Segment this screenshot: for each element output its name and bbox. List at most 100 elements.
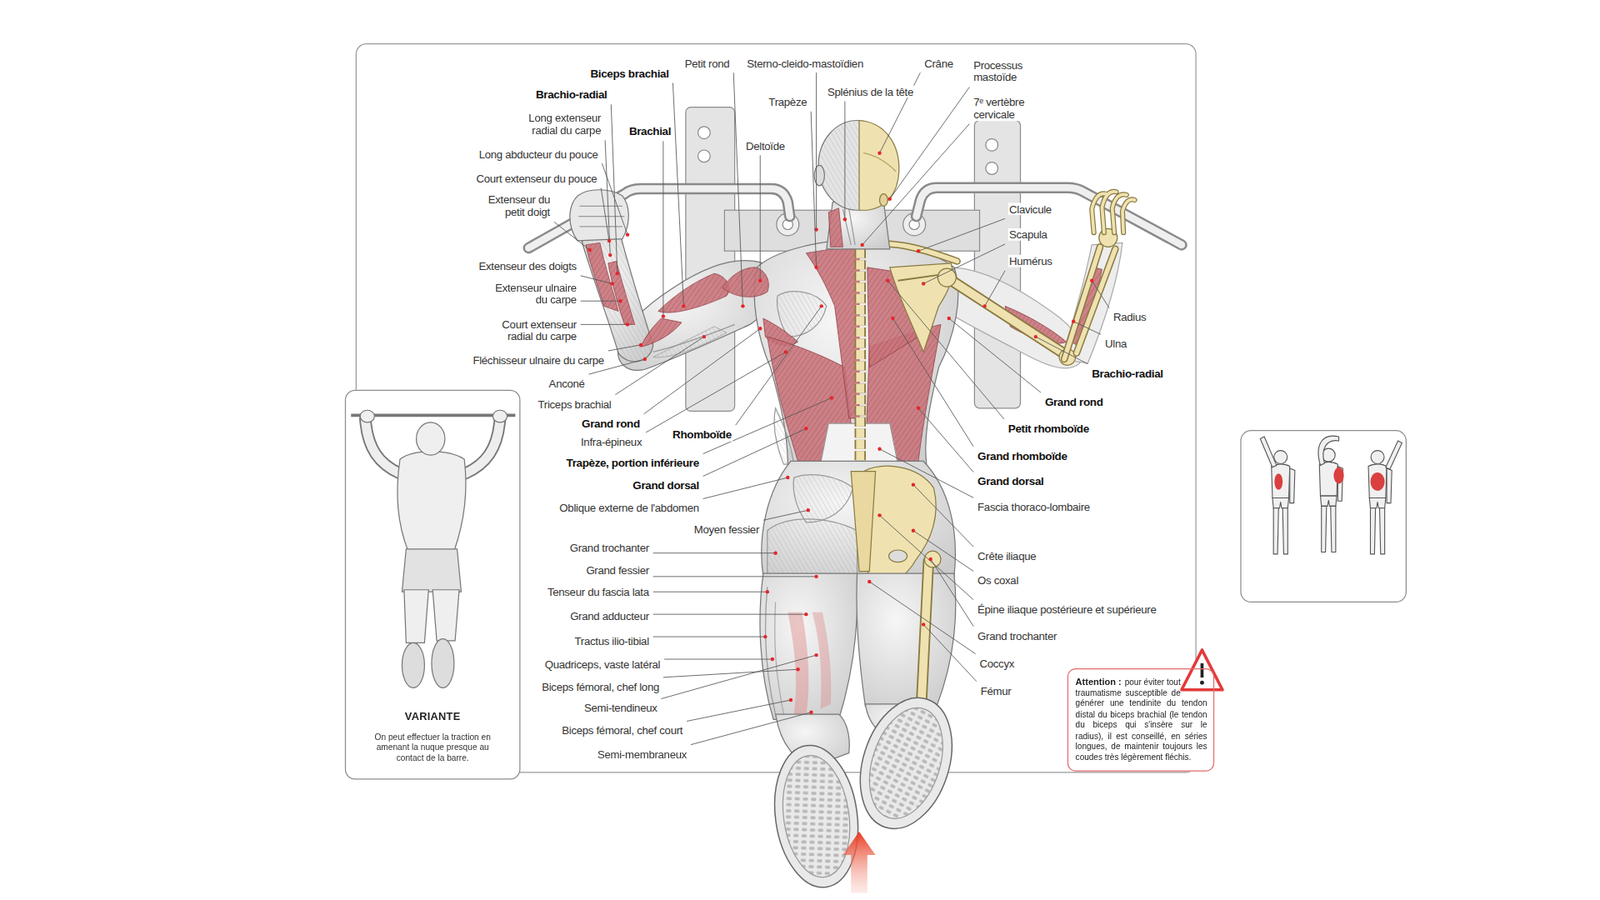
leader-dot	[885, 279, 890, 283]
box-ground	[345, 390, 521, 780]
anatomy-label: Petit rhomboïde	[1007, 422, 1090, 435]
leader-line	[672, 83, 684, 307]
leader-line	[653, 591, 768, 593]
athlete-figure	[828, 208, 843, 248]
anatomy-label: Quadriceps, vaste latéral	[543, 658, 661, 671]
athlete-figure	[581, 235, 654, 362]
anatomy-label: Oblique externe de l'abdomen	[558, 501, 700, 515]
muscle-thumbnails	[1274, 473, 1283, 490]
variant-figure	[432, 590, 460, 641]
leader-dot	[770, 657, 775, 661]
leader-dot	[916, 406, 920, 410]
leader-dot	[1071, 320, 1075, 324]
athlete-figure	[805, 245, 860, 419]
anatomy-label: Extenseur ulnaire du carpe	[481, 280, 578, 306]
anatomy-label: Long abducteur du pouce	[477, 147, 599, 160]
leader-line	[892, 318, 974, 447]
anatomy-label: Grand rhomboïde	[976, 450, 1069, 463]
variant-figure	[350, 410, 515, 688]
athlete-figure	[608, 260, 635, 325]
variant-figure	[365, 418, 400, 474]
anatomy-label: Anconé	[547, 377, 585, 390]
leader-line	[923, 244, 1005, 285]
anatomy-label: Tractus ilio-tibial	[573, 634, 650, 647]
leader-dot	[661, 314, 665, 318]
anatomy-label: Sterno-cleido-mastoïdien	[745, 56, 865, 70]
anatomy-label: Clavicule	[1008, 202, 1053, 215]
leader-line	[913, 485, 974, 547]
leader-dot	[806, 508, 810, 512]
leader-line	[949, 318, 1041, 393]
leader-dot	[890, 316, 895, 320]
leader-line	[735, 305, 822, 425]
box-body: On peut effectuer la traction en amenant…	[367, 731, 499, 765]
leader-dot	[784, 350, 788, 354]
leader-dot	[929, 557, 933, 561]
leader-line	[653, 575, 817, 577]
anatomy-label: Fémur	[980, 684, 1013, 697]
muscle-thumbnails	[1333, 467, 1344, 485]
leader-line	[844, 100, 845, 220]
variant-figure	[365, 418, 400, 474]
leader-dot	[911, 482, 915, 486]
leader-line	[660, 655, 816, 699]
muscle-thumbnails	[1240, 430, 1406, 603]
athlete-figure	[658, 273, 730, 313]
leader-line	[869, 581, 975, 655]
anatomy-label: Humérus	[1008, 255, 1054, 268]
athlete-figure	[640, 318, 682, 347]
leader-line	[664, 659, 773, 660]
leader-line	[887, 280, 1005, 420]
leader-dot	[618, 299, 622, 303]
leader-dot	[625, 232, 630, 236]
leader-dot	[921, 622, 925, 626]
anatomy-label: Petit rond	[684, 56, 731, 70]
athlete-figure	[653, 326, 727, 358]
leader-dot	[916, 249, 920, 253]
leader-line	[703, 398, 832, 455]
athlete-figure	[658, 273, 730, 313]
leader-line	[690, 712, 811, 745]
leader-dot	[877, 513, 881, 517]
muscle-thumbnails	[1260, 436, 1277, 468]
variant-figure	[465, 418, 500, 474]
athlete-figure	[578, 205, 625, 226]
leader-dot	[814, 653, 818, 657]
anatomy-label: Extenseur du petit doigt	[480, 193, 552, 219]
leader-line	[644, 328, 761, 414]
leader-dot	[911, 529, 915, 533]
leader-dot	[820, 304, 824, 308]
variant-figure	[416, 422, 445, 455]
pullup-station	[528, 189, 790, 249]
muscle-thumbnails	[1318, 435, 1339, 465]
leader-dot	[814, 575, 818, 579]
athlete-figure	[793, 475, 853, 523]
leader-line	[653, 614, 807, 615]
leader-line	[601, 163, 628, 235]
athlete-figure	[775, 750, 858, 881]
leader-line	[653, 636, 766, 638]
leader-dot	[830, 395, 834, 400]
athlete-figure	[850, 471, 875, 572]
athlete-figure	[1091, 191, 1135, 233]
variant-figure	[465, 418, 500, 474]
leader-dot	[804, 612, 808, 616]
variant-figure	[404, 590, 429, 644]
leader-dot	[608, 253, 612, 257]
leader-line	[610, 104, 617, 274]
leader-dot	[615, 271, 620, 275]
leader-dot	[921, 281, 925, 285]
anatomy-label: Biceps fémoral, chef long	[540, 680, 660, 693]
warning-box: Attention :pour éviter tout traumatisme …	[1067, 668, 1215, 772]
pullup-station	[985, 162, 999, 175]
variant-figure	[492, 410, 507, 423]
leader-dot	[877, 150, 881, 155]
anatomy-label: Semi-tendineux	[583, 701, 659, 715]
athlete-figure	[760, 573, 858, 720]
variant-box: VARIANTEOn peut effectuer la traction en…	[345, 390, 521, 780]
leader-line	[686, 700, 791, 721]
athlete-figure	[765, 586, 775, 715]
leader-dot	[1034, 335, 1038, 339]
